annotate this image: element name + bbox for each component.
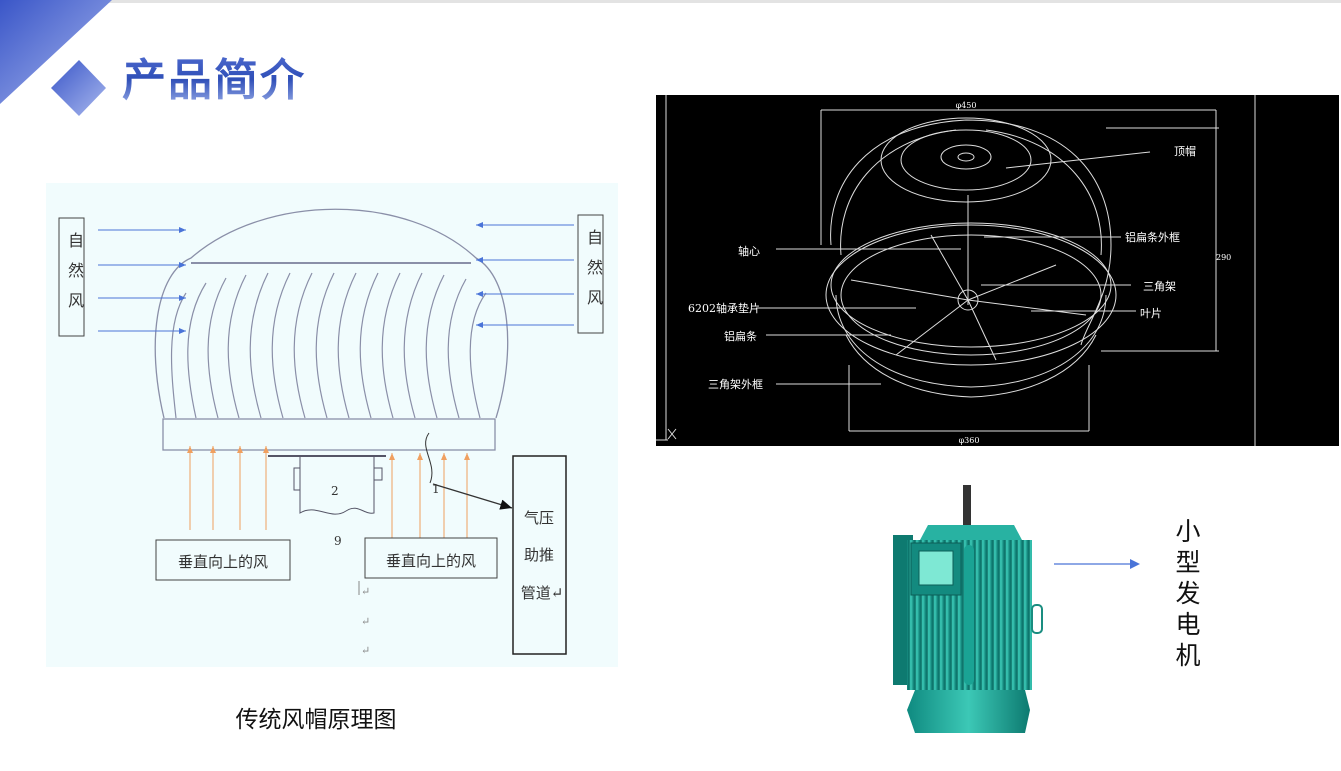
arrow-right-icon (1054, 559, 1140, 569)
generator-label: 小 型 发 电 机 (1170, 516, 1206, 671)
generator-label-char: 小 (1175, 517, 1201, 546)
traditional-hood-diagram: 1 2 9 垂直向上的风 垂直向上的风 气压 助推 管道↵ ↵ ↵ ↵ (46, 183, 618, 667)
generator-label-char: 电 (1175, 610, 1201, 639)
natural-wind-label-left: 自然风 (67, 231, 84, 310)
generator-label-char: 型 (1175, 548, 1201, 577)
label-blade-frame: 铝扁条外框 (1125, 230, 1180, 244)
generator-label-char: 机 (1175, 641, 1201, 670)
corner-triangle (0, 0, 112, 104)
label-axis: 轴心 (738, 244, 760, 258)
dim-height: 290 (1216, 253, 1231, 262)
label-bearing: 6202轴承垫片 (688, 301, 760, 315)
dim-bottom: φ360 (959, 436, 980, 445)
label-top-cap: 顶帽 (1174, 145, 1196, 158)
diagram-caption: 传统风帽原理图 (235, 707, 397, 733)
duct-label-line1: 气压 (524, 509, 554, 527)
natural-wind-label-right: 自然风 (586, 228, 603, 307)
return-mark: ↵ (361, 585, 370, 598)
part-label-1: 1 (432, 482, 440, 496)
part-label-2: 2 (331, 484, 339, 498)
return-mark: ↵ (361, 644, 370, 657)
vertical-wind-label-right: 垂直向上的风 (386, 552, 476, 570)
vertical-wind-label-left: 垂直向上的风 (178, 553, 268, 571)
cad-drawing: φ450 φ360 290 顶帽 铝扁条外框 轴心 三角架 6202轴承垫片 叶… (656, 95, 1339, 446)
page-title: 产品简介 (122, 44, 306, 108)
duct-label-line2: 助推 (524, 546, 554, 564)
dim-top: φ450 (956, 101, 977, 110)
label-aluminum-strip: 铝扁条 (724, 329, 757, 343)
diamond-icon (51, 60, 106, 116)
top-border (0, 0, 1341, 3)
generator-illustration (893, 485, 1043, 733)
part-label-9: 9 (334, 534, 342, 548)
duct-label-line3: 管道↵ (521, 584, 564, 602)
return-mark: ↵ (361, 615, 370, 628)
label-tripod: 三角架 (1143, 280, 1176, 293)
label-tripod-frame: 三角架外框 (708, 378, 763, 391)
title-decoration (0, 0, 112, 116)
generator-label-char: 发 (1175, 579, 1201, 608)
label-blade: 叶片 (1140, 307, 1162, 320)
